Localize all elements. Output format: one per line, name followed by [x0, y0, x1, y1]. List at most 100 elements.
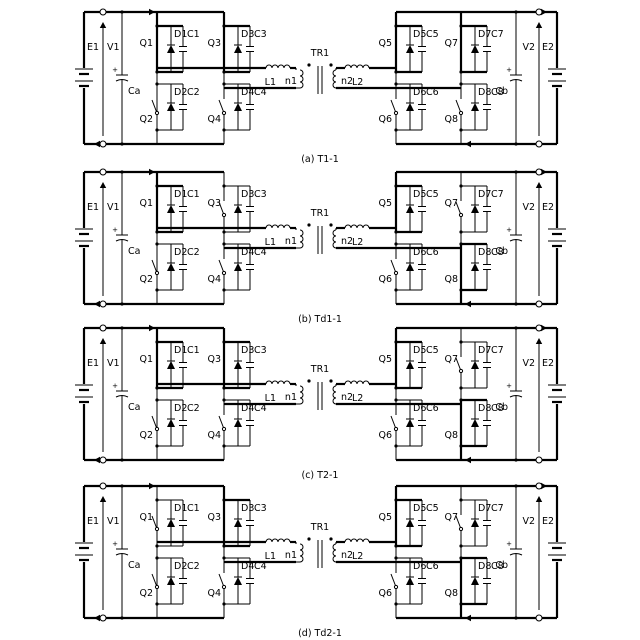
polarity-plus-icon: + [506, 382, 512, 390]
diode-icon [406, 361, 414, 369]
junction-dot [120, 616, 123, 619]
q5-label: Q5 [378, 512, 392, 523]
switch-cell-q1: D1C1 [155, 340, 199, 389]
q4-label: Q4 [207, 274, 221, 285]
q7-label: Q7 [444, 38, 458, 49]
current-arrow-icon [149, 325, 155, 331]
switch-cell-q3: D3C3 [222, 24, 266, 73]
diode-icon [234, 361, 242, 369]
current-arrow-icon [149, 169, 155, 175]
panel-d: E1V1+CaD1C1D2C2D3C3D4C4Q1Q2Q3Q4L1n1TR1n2… [75, 483, 566, 639]
junction-dot [514, 616, 517, 619]
current-arrow-icon [149, 483, 155, 489]
diode-icon [471, 103, 479, 111]
l1-label: L1 [265, 393, 276, 404]
panel-caption: (b) Td1-1 [298, 314, 342, 325]
voltage-arrow-icon [536, 338, 542, 344]
inductor-l2-icon [345, 65, 369, 68]
battery-e1-icon [75, 69, 93, 86]
q5-label: Q5 [378, 354, 392, 365]
switch-pivot [222, 213, 225, 216]
panel-b: E1V1+CaD1C1D2C2D3C3D4C4Q1Q2Q3Q4L1n1TR1n2… [75, 169, 566, 325]
capacitor-cb-icon: + [506, 226, 522, 241]
voltage-arrow-icon [100, 496, 106, 502]
diode-icon [234, 419, 242, 427]
q6-label: Q6 [378, 114, 392, 125]
terminal [100, 301, 106, 307]
switch-cell-q6: D6C6 [391, 242, 439, 291]
q3-label: Q3 [207, 198, 221, 209]
q6-label: Q6 [378, 430, 392, 441]
diode-icon [234, 205, 242, 213]
diode-label: D3 [241, 503, 254, 514]
e2-label: E2 [542, 516, 554, 527]
battery-e2-icon [548, 229, 566, 246]
v2-label: V2 [522, 42, 535, 53]
diode-label: D7 [478, 503, 491, 514]
n1-label: n1 [285, 76, 297, 87]
current-arrow-icon [465, 615, 471, 621]
cap-label: C1 [187, 503, 200, 514]
q7-label: Q7 [444, 198, 458, 209]
diode-icon [406, 103, 414, 111]
diode-icon [234, 577, 242, 585]
cap-label: C7 [491, 503, 504, 514]
switch-pivot [394, 427, 397, 430]
diode-icon [234, 103, 242, 111]
diode-label: D5 [413, 345, 426, 356]
switch-cell-q7: D7C7 [456, 184, 504, 233]
v2-label: V2 [522, 358, 535, 369]
cap-label: C5 [426, 29, 439, 40]
diode-label: D1 [174, 503, 187, 514]
q1-label: Q1 [139, 38, 153, 49]
polarity-plus-icon: + [112, 66, 118, 74]
voltage-arrow-icon [100, 182, 106, 188]
cap-label: C3 [254, 189, 267, 200]
junction-dot [120, 484, 123, 487]
inductor-l2-icon [345, 539, 369, 542]
diode-icon [471, 205, 479, 213]
diode-icon [406, 519, 414, 527]
diode-icon [406, 205, 414, 213]
switch-cell-q6: D6C6 [391, 556, 439, 605]
switch-cell-q7: D7C7 [456, 498, 504, 547]
terminal [100, 9, 106, 15]
diode-icon [167, 45, 175, 53]
junction-dot [514, 170, 517, 173]
diode-icon [167, 419, 175, 427]
q2-label: Q2 [139, 430, 153, 441]
cap-label: C1 [187, 345, 200, 356]
junction-dot [514, 458, 517, 461]
switch-cell-q3: D3C3 [222, 498, 266, 547]
ca-label: Ca [128, 402, 140, 413]
diode-label: D3 [241, 345, 254, 356]
switch-cell-q7: D7C7 [456, 340, 504, 389]
diode-label: D2 [174, 561, 187, 572]
cap-label: C7 [491, 29, 504, 40]
l1-label: L1 [265, 77, 276, 88]
e2-label: E2 [542, 358, 554, 369]
switch-cell-q3: D3C3 [219, 184, 267, 233]
q3-label: Q3 [207, 38, 221, 49]
diode-icon [234, 45, 242, 53]
diode-icon [471, 361, 479, 369]
diode-label: D8 [478, 87, 491, 98]
diode-label: D7 [478, 345, 491, 356]
diode-icon [234, 263, 242, 271]
switch-pivot [222, 427, 225, 430]
q3-label: Q3 [207, 354, 221, 365]
ca-label: Ca [128, 86, 140, 97]
polarity-dot [329, 379, 332, 382]
l1-label: L1 [265, 551, 276, 562]
q6-label: Q6 [378, 274, 392, 285]
diode-icon [471, 519, 479, 527]
switch-pivot [222, 585, 225, 588]
l1-label: L1 [265, 237, 276, 248]
current-arrow-icon [94, 615, 100, 621]
l2-label: L2 [352, 77, 363, 88]
terminal [536, 169, 542, 175]
q6-label: Q6 [378, 588, 392, 599]
q2-label: Q2 [139, 274, 153, 285]
current-arrow-icon [94, 301, 100, 307]
cap-label: C3 [254, 29, 267, 40]
